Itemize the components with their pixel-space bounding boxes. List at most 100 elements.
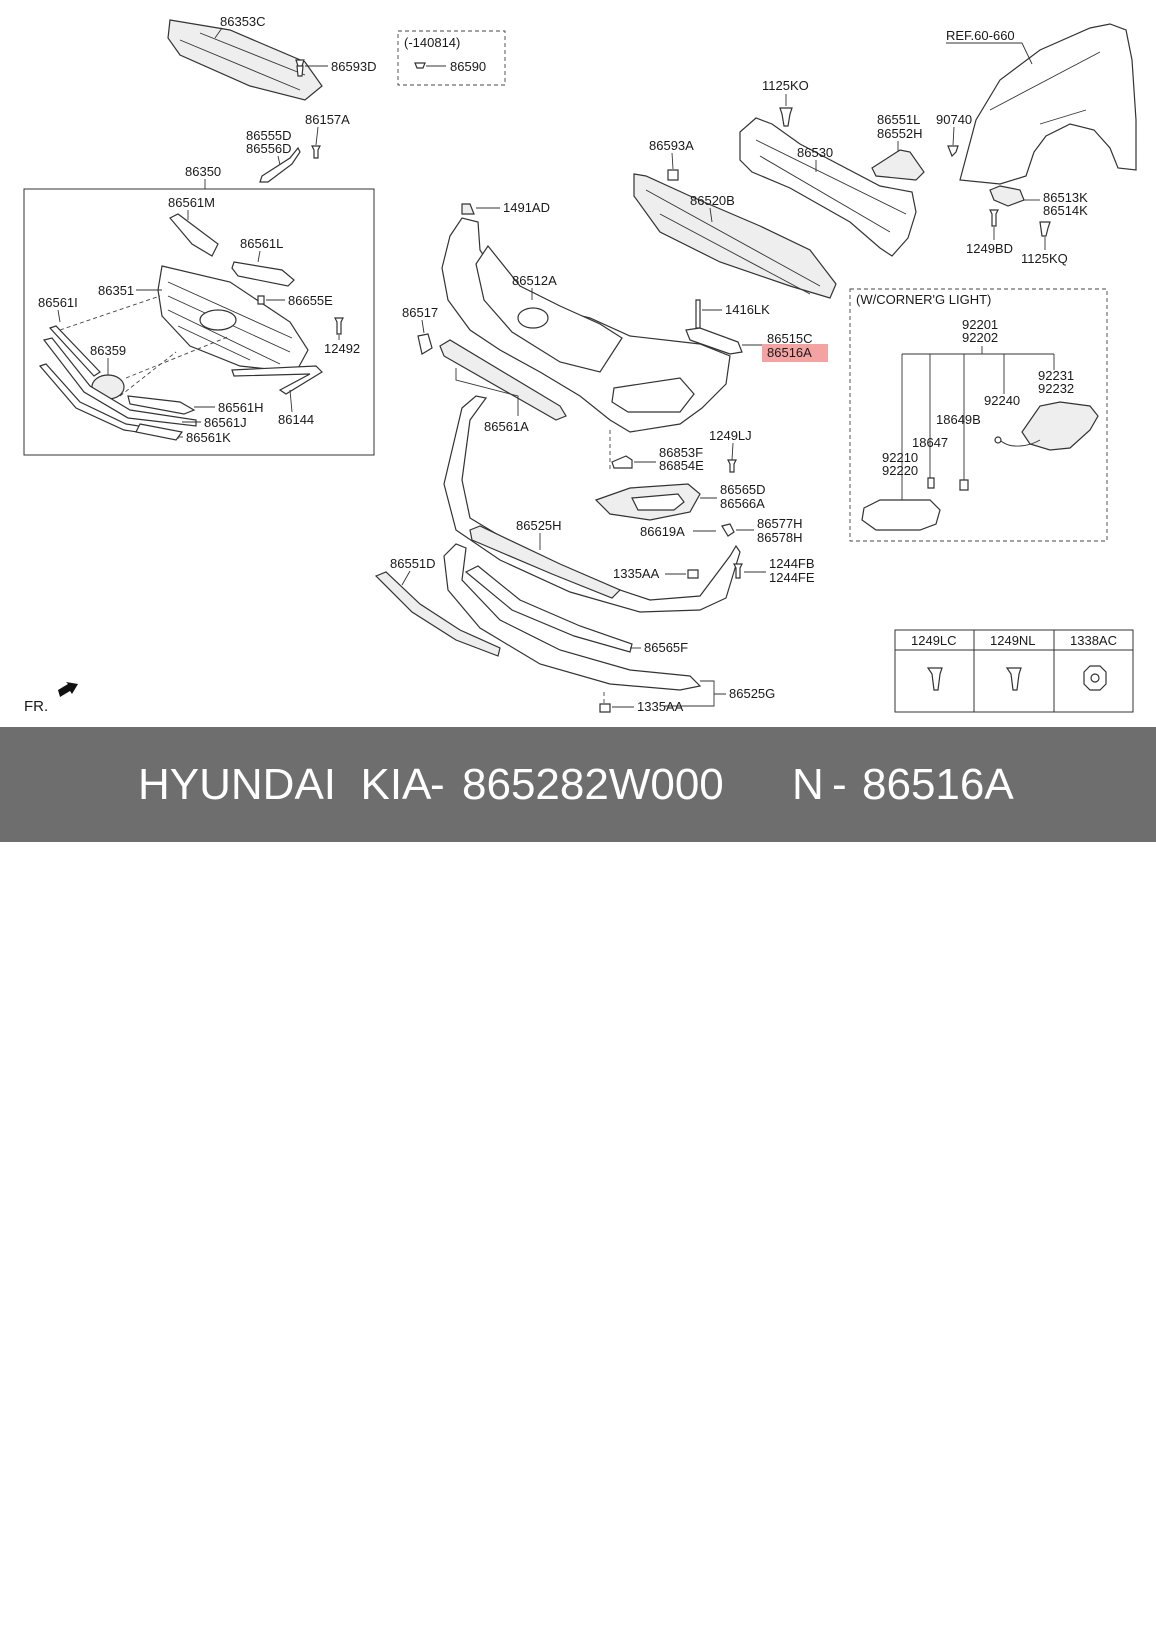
lower-grille-86561a	[439, 339, 567, 421]
screw-12492	[334, 317, 344, 335]
bulb-18647	[927, 477, 935, 489]
label-1335aa-upper: 1335AA	[613, 566, 660, 581]
label-86561l: 86561L	[240, 236, 283, 251]
label-1249lj: 1249LJ	[709, 428, 752, 443]
label-86566a: 86566A	[720, 496, 765, 511]
label-86565f: 86565F	[644, 640, 688, 655]
label-86854e: 86854E	[659, 458, 704, 473]
clip-1335aa-upper	[687, 569, 699, 579]
label-92232: 92232	[1038, 381, 1074, 396]
label-86144: 86144	[278, 412, 314, 427]
label-92231: 92231	[1038, 368, 1074, 383]
label-86351: 86351	[98, 283, 134, 298]
bracket-86517	[417, 333, 433, 355]
fastener-table: 1249LC 1249NL 1338AC	[894, 629, 1134, 713]
label-fr: FR.	[24, 698, 48, 715]
label-86655e: 86655E	[288, 293, 333, 308]
label-86350: 86350	[185, 164, 221, 179]
screw-1416lk	[695, 299, 701, 329]
molding-86561i	[48, 325, 101, 377]
label-86514k: 86514K	[1043, 203, 1088, 218]
label-86515c: 86515C	[767, 331, 813, 346]
clip-86577h	[721, 523, 735, 537]
label-86561k: 86561K	[186, 430, 231, 445]
label-92240: 92240	[984, 393, 1020, 408]
label-86561a: 86561A	[484, 419, 529, 434]
wire-92240	[999, 439, 1041, 447]
bracket-86853f	[611, 455, 633, 469]
label-86551d: 86551D	[390, 556, 436, 571]
clip-86590-icon	[414, 62, 426, 69]
label-1244fb: 1244FB	[769, 556, 815, 571]
bolt-1125ko	[779, 107, 793, 127]
label-1125ko: 1125KO	[762, 78, 809, 93]
label-86578h: 86578H	[757, 530, 803, 545]
label-18647: 18647	[912, 435, 948, 450]
nut-1338ac-hole	[1090, 673, 1100, 683]
bracket-86516a	[685, 327, 743, 355]
molding-86551d	[374, 571, 501, 657]
bumper-cover-opening	[475, 244, 623, 373]
label-18649b: 18649B	[936, 412, 981, 427]
bolt-90740	[947, 145, 959, 158]
label-1249bd: 1249BD	[966, 241, 1013, 256]
label-140814: (-140814)	[404, 35, 460, 50]
footer-separator-1: -	[430, 760, 445, 809]
label-92201: 92201	[962, 317, 998, 332]
molding-86561k	[135, 423, 184, 441]
label-86513k: 86513K	[1043, 190, 1088, 205]
label-86561m: 86561M	[168, 195, 215, 210]
bracket-86513k	[989, 185, 1025, 207]
label-90740: 90740	[936, 112, 972, 127]
variant-box	[397, 30, 506, 86]
label-86555d: 86555D	[246, 128, 292, 143]
socket-18649b	[959, 479, 969, 491]
parts-diagram: 86353C 86593D (-140814) 86590 86157A 865…	[0, 0, 1156, 727]
bumper-cover-fog-recess	[611, 377, 695, 413]
footer-part-number: 865282W000	[462, 760, 724, 809]
highlight-86516a	[762, 344, 828, 362]
label-1491ad: 1491AD	[503, 200, 550, 215]
cover-86353c	[167, 19, 323, 101]
footer-caption: HYUNDAI KIA - 865282W000 N - 86516A	[0, 727, 1156, 842]
clip-86655e	[257, 295, 265, 305]
label-86551l: 86551L	[877, 112, 920, 127]
clip-86593d	[295, 59, 305, 77]
front-arrow-icon	[58, 682, 78, 697]
label-86619a: 86619A	[640, 524, 685, 539]
label-86590: 86590	[450, 59, 486, 74]
footer-ref-number: 86516A	[862, 760, 1014, 809]
label-86525g: 86525G	[729, 686, 775, 701]
bolt-86157a	[311, 145, 321, 159]
label-1125kq: 1125KQ	[1021, 251, 1068, 266]
label-12492: 12492	[324, 341, 360, 356]
label-86530: 86530	[797, 145, 833, 160]
clip-1335aa-lower	[599, 703, 611, 713]
label-92210: 92210	[882, 450, 918, 465]
corner-light-box	[849, 288, 1108, 542]
label-86353c: 86353C	[220, 14, 266, 29]
bracket-86561m	[169, 213, 219, 257]
label-86853f: 86853F	[659, 445, 703, 460]
table-header-1338ac: 1338AC	[1070, 633, 1117, 648]
label-1335aa-lower: 1335AA	[637, 699, 684, 714]
label-86520b: 86520B	[690, 193, 735, 208]
screw-1249lc-icon	[926, 667, 943, 691]
footer-prefix: N	[792, 760, 824, 809]
exploded-view: 86353C 86593D (-140814) 86590 86157A 865…	[23, 14, 1137, 715]
label-86525h: 86525H	[516, 518, 562, 533]
clip-86593a	[667, 169, 679, 181]
fog-housing-92231	[1021, 401, 1099, 451]
table-header-1249nl: 1249NL	[990, 633, 1036, 648]
label-86157a: 86157A	[305, 112, 350, 127]
grille-emblem-mount	[199, 309, 237, 331]
fender-ref	[959, 23, 1137, 185]
label-86565d: 86565D	[720, 482, 766, 497]
label-92220: 92220	[882, 463, 918, 478]
label-86552h: 86552H	[877, 126, 923, 141]
bracket-86551l	[871, 149, 925, 181]
screw-1249lj	[727, 459, 737, 473]
lower-cover-skid	[469, 525, 622, 599]
lip-86525g	[443, 543, 702, 691]
label-86516a: 86516A	[767, 345, 812, 360]
